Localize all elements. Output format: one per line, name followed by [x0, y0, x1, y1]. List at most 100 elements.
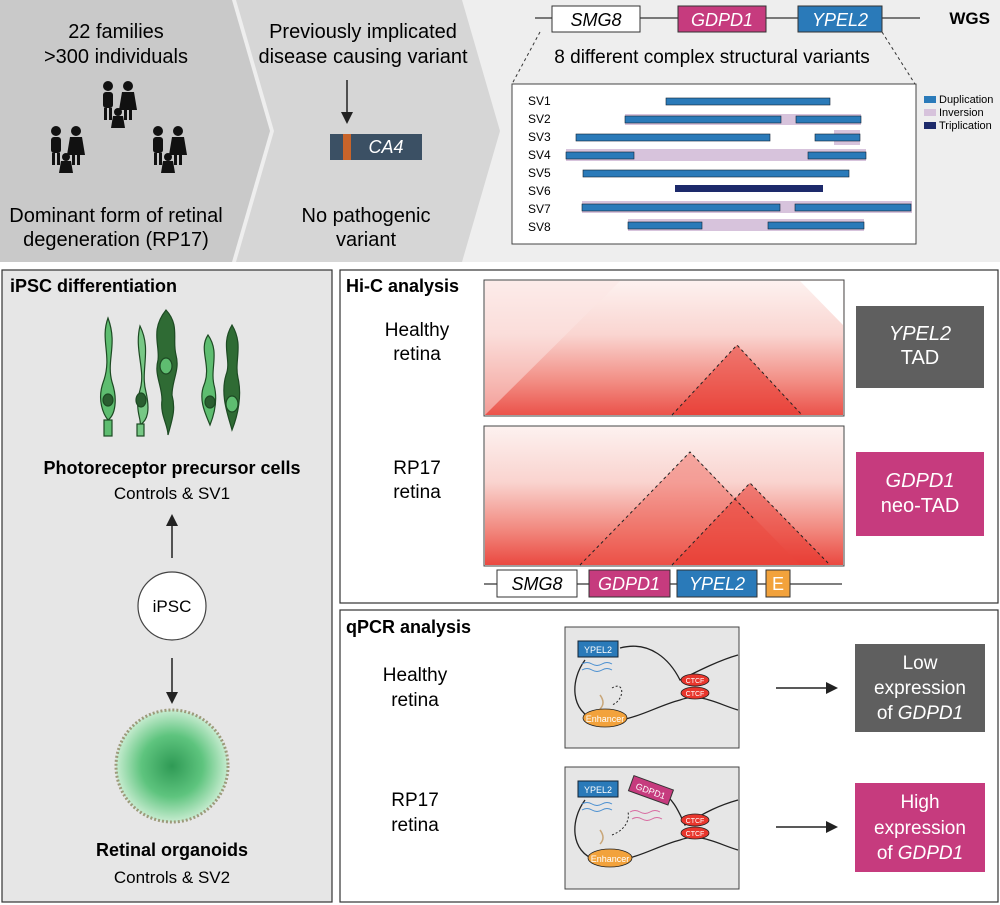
- svg-text:SMG8: SMG8: [570, 10, 621, 30]
- sv-label-1: SV1: [528, 94, 551, 108]
- ipsc-title: iPSC differentiation: [10, 276, 177, 296]
- hic-heatmap-healthy: [483, 279, 845, 417]
- ypel2-tad-box: YPEL2 TAD: [856, 306, 984, 388]
- hic-healthy-line2: retina: [393, 344, 441, 365]
- sv5-duplication: [582, 169, 850, 178]
- sv-label-7: SV7: [528, 202, 551, 216]
- svg-text:Low: Low: [903, 653, 938, 674]
- variant-line1: Previously implicated: [269, 21, 457, 43]
- families-chevron: [0, 0, 270, 262]
- gdpd1-neotad-box: GDPD1 neo-TAD: [856, 452, 984, 536]
- svg-text:High: High: [900, 792, 939, 813]
- sv-panel: [511, 83, 917, 245]
- variant-bottom1: No pathogenic: [302, 205, 431, 227]
- wgs-subtitle: 8 different complex structural variants: [554, 47, 869, 68]
- organoids-label: Retinal organoids: [96, 840, 248, 860]
- qpcr-title: qPCR analysis: [346, 617, 471, 637]
- wgs-gene-gdpd1: GDPD1: [677, 5, 767, 33]
- zoom-line-right: [881, 31, 916, 85]
- hic-heatmap-rp17: [483, 425, 845, 567]
- svg-text:SMG8: SMG8: [511, 574, 562, 594]
- sv7-dup-a: [581, 203, 781, 212]
- sv8-dup-a: [627, 221, 703, 230]
- svg-text:YPEL2: YPEL2: [689, 574, 745, 594]
- sv-label-6: SV6: [528, 184, 551, 198]
- ipsc-node: [137, 571, 207, 641]
- sv-label-3: SV3: [528, 130, 551, 144]
- hic-gene-ypel2: YPEL2: [676, 569, 758, 598]
- hic-enhancer-e: E: [765, 569, 791, 598]
- hic-title: Hi-C analysis: [346, 276, 459, 296]
- qpcr-healthy-ypel2: YPEL2: [584, 645, 612, 655]
- sv6-triplication: [675, 185, 823, 192]
- svg-text:TAD: TAD: [901, 347, 940, 369]
- hic-gene-smg8: SMG8: [496, 569, 578, 598]
- qpcr-healthy-line1: Healthy: [383, 665, 448, 686]
- sv3-dup-b: [814, 133, 861, 142]
- sv3-dup-a: [575, 133, 771, 142]
- sv2-dup-b: [795, 115, 862, 124]
- sv7-dup-b: [794, 203, 912, 212]
- variant-chevron: [236, 0, 500, 262]
- sv8-dup-b: [767, 221, 865, 230]
- wgs-gene-smg8: SMG8: [551, 5, 641, 33]
- qpcr-rp-ypel2: YPEL2: [584, 785, 612, 795]
- zoom-line-left: [511, 31, 541, 85]
- wgs-gene-ypel2: YPEL2: [797, 5, 883, 33]
- svg-text:expression: expression: [874, 818, 966, 839]
- legend-duplication: Duplication: [939, 94, 993, 106]
- hic-gene-gdpd1: GDPD1: [588, 569, 671, 598]
- families-line1: 22 families: [68, 21, 164, 43]
- families-line2: >300 individuals: [44, 46, 188, 68]
- sv4-dup-b: [807, 151, 867, 160]
- svg-text:GDPD1: GDPD1: [598, 574, 660, 594]
- qpcr-rp-ctcf1: CTCF: [686, 818, 705, 825]
- wgs-label: WGS: [949, 9, 990, 28]
- chromatin-loop-rp17: YPEL2 GDPD1 CTCF CTCF Enhancer: [564, 766, 740, 890]
- cells-label: Photoreceptor precursor cells: [43, 458, 300, 478]
- svg-text:GDPD1: GDPD1: [691, 10, 753, 30]
- qpcr-healthy-ctcf2: CTCF: [686, 691, 705, 698]
- legend-triplication: Triplication: [939, 120, 992, 132]
- photoreceptor-cells-icon: [100, 309, 241, 437]
- hic-rp-line1: RP17: [393, 458, 441, 479]
- ca4-label: CA4: [368, 137, 403, 157]
- svg-text:neo-TAD: neo-TAD: [881, 495, 960, 517]
- families-bottom1: Dominant form of retinal: [9, 205, 222, 227]
- sv-legend: Duplication Inversion Triplication: [924, 94, 993, 132]
- sv-label-5: SV5: [528, 166, 551, 180]
- hic-healthy-line1: Healthy: [385, 320, 450, 341]
- qpcr-rp-line2: retina: [391, 815, 439, 836]
- ipsc-node-label: iPSC: [153, 597, 192, 616]
- svg-text:GDPD1: GDPD1: [886, 470, 955, 492]
- sv4-dup-a: [565, 151, 635, 160]
- variant-line2: disease causing variant: [258, 46, 467, 68]
- sv2-dup-a: [624, 115, 782, 124]
- chromatin-loop-healthy: YPEL2 CTCF CTCF Enhancer: [564, 626, 740, 749]
- sv-rows: SV1 SV2 SV3 SV4 SV5 SV6 SV7 SV8: [528, 94, 912, 234]
- ca4-gene-bar: CA4: [330, 134, 422, 160]
- sv1-duplication: [665, 97, 831, 106]
- svg-text:YPEL2: YPEL2: [889, 323, 951, 345]
- hic-rp-line2: retina: [393, 482, 441, 503]
- qpcr-healthy-line2: retina: [391, 690, 439, 711]
- retinal-organoid-icon: [114, 708, 230, 824]
- svg-text:E: E: [772, 574, 784, 594]
- legend-inversion: Inversion: [939, 107, 984, 119]
- qpcr-healthy-ctcf1: CTCF: [686, 678, 705, 685]
- qpcr-rp-enhancer: Enhancer: [591, 854, 630, 864]
- sv-label-8: SV8: [528, 220, 551, 234]
- sv4-inversion: [566, 149, 866, 161]
- organoids-sub: Controls & SV2: [114, 868, 230, 887]
- cells-sub: Controls & SV1: [114, 484, 230, 503]
- family-pedigree-icon: [51, 81, 187, 173]
- svg-text:YPEL2: YPEL2: [812, 10, 868, 30]
- variant-bottom2: variant: [336, 229, 396, 251]
- sv-label-4: SV4: [528, 148, 551, 162]
- qpcr-rp-line1: RP17: [391, 790, 439, 811]
